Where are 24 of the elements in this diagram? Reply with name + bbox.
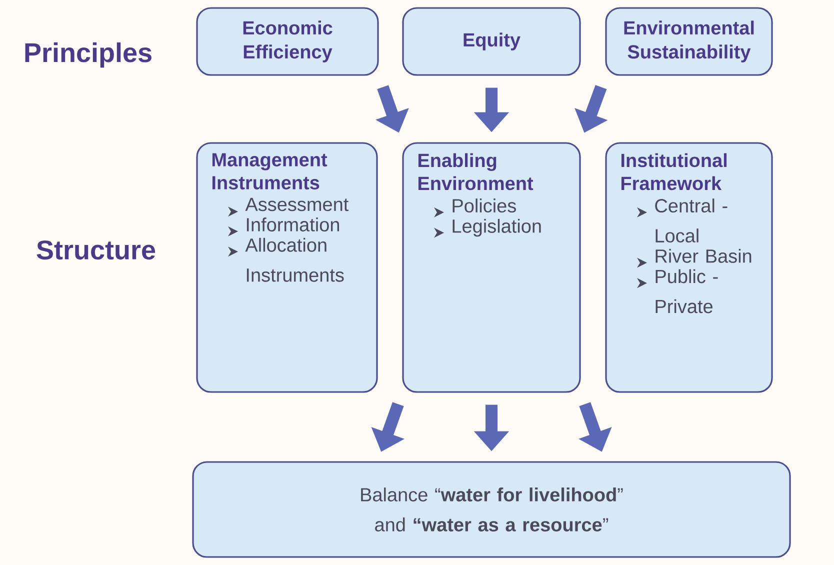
list-item: Policies xyxy=(452,198,516,212)
rounded-box xyxy=(192,461,791,558)
list-item: River Basin xyxy=(656,248,752,263)
box-heading: Enabling Environment xyxy=(418,153,534,190)
rounded-box xyxy=(605,142,773,393)
box-text: Balance “water for livelihood” and “water as a resource” xyxy=(361,488,623,532)
rounded-box xyxy=(402,7,581,76)
list-item: Central - Local xyxy=(655,198,728,242)
box-text: Economic Efficiency xyxy=(243,20,332,62)
rounded-box xyxy=(196,142,378,393)
list-item: Information xyxy=(246,218,339,232)
row-label: Principles xyxy=(25,42,152,68)
list-item: Assessment xyxy=(245,198,349,212)
list-item: Legislation xyxy=(452,218,541,237)
box-heading: Institutional Framework xyxy=(621,153,727,190)
box-heading: Management Instruments xyxy=(212,153,328,190)
box-text: Environmental Sustainability xyxy=(624,20,754,62)
row-label: Structure xyxy=(36,240,156,260)
rounded-box xyxy=(402,142,581,393)
box-text: Equity xyxy=(464,32,520,50)
list-item: Allocation Instruments xyxy=(245,238,344,282)
rounded-box xyxy=(196,7,379,76)
list-item: Public - Private xyxy=(656,269,718,314)
rounded-box xyxy=(605,7,773,76)
